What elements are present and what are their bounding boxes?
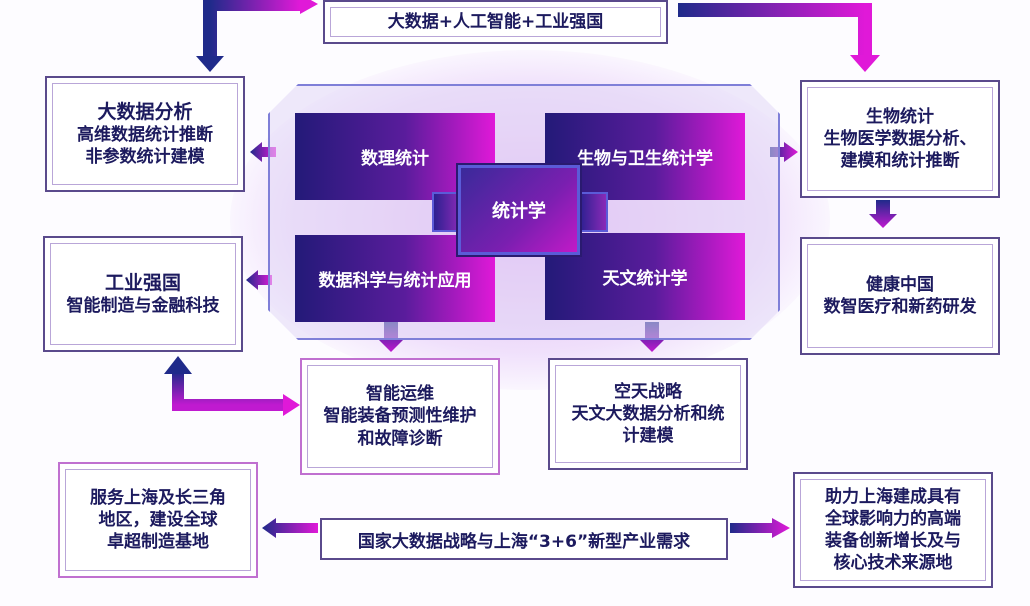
- center-statistics: 统计学: [458, 165, 580, 255]
- box-line: 智能制造与金融科技: [66, 296, 220, 317]
- box-line: 全球影响力的高端: [825, 508, 961, 529]
- box-line: 核心技术来源地: [833, 553, 953, 574]
- box-line: 装备创新增长及与: [825, 531, 961, 551]
- box-line: 地区，建设全球: [98, 509, 218, 530]
- box-space-strategy: 空天战略 天文大数据分析和统 计建模: [548, 358, 748, 470]
- box-line: 卓超制造基地: [107, 532, 209, 553]
- arrowhead: [196, 56, 224, 72]
- arrow-top-left: [203, 0, 300, 58]
- box-line: 数智医疗和新药研发: [823, 297, 977, 317]
- box-line: 计建模: [622, 426, 674, 447]
- box-title: 工业强国: [104, 271, 181, 294]
- box-line: 建模和统计推断: [840, 151, 960, 172]
- box-line: 智能装备预测性维护: [323, 406, 477, 427]
- box-title: 大数据分析: [97, 100, 193, 123]
- box-healthy-china: 健康中国 数智医疗和新药研发: [800, 237, 1000, 355]
- top-banner: 大数据+人工智能+工业强国: [323, 0, 668, 44]
- arrow-bottom-right: [730, 518, 790, 538]
- arrow-to-left-box-2: [246, 270, 272, 290]
- arrow-top-right: [678, 3, 872, 55]
- arrow-right-down: [869, 200, 897, 228]
- box-line: 和故障诊断: [357, 428, 443, 449]
- box-title: 健康中国: [866, 274, 934, 295]
- box-bottom-left: 服务上海及长三角 地区，建设全球 卓超制造基地: [58, 462, 258, 578]
- bottom-center-bar: 国家大数据战略与上海“3+6”新型产业需求: [320, 518, 728, 560]
- top-banner-text: 大数据+人工智能+工业强国: [387, 11, 604, 32]
- box-line: 天文大数据分析和统: [571, 403, 725, 424]
- arrowhead: [300, 0, 318, 14]
- box-line: 服务上海及长三角: [90, 487, 226, 508]
- panel-math-stats: 数理统计: [295, 113, 495, 200]
- box-industry: 工业强国 智能制造与金融科技: [43, 236, 243, 352]
- box-title: 空天战略: [614, 381, 682, 402]
- box-line: 非参数统计建模: [85, 147, 205, 168]
- arrowhead: [850, 55, 880, 72]
- cube-connector-right: [578, 192, 608, 232]
- arrow-industry-ops: [172, 372, 285, 411]
- box-line: 助力上海建成具有: [825, 486, 961, 507]
- arrowhead: [283, 394, 300, 416]
- panel-data-science: 数据科学与统计应用: [295, 235, 495, 322]
- box-line: 生物医学数据分析、: [823, 128, 977, 149]
- box-smart-ops: 智能运维 智能装备预测性维护 和故障诊断: [300, 358, 500, 475]
- box-biostats: 生物统计 生物医学数据分析、 建模和统计推断: [800, 80, 1000, 198]
- box-title: 生物统计: [866, 106, 934, 127]
- box-title: 智能运维: [366, 384, 434, 405]
- box-line: 高维数据统计推断: [77, 125, 213, 146]
- box-big-data: 大数据分析 高维数据统计推断 非参数统计建模: [45, 76, 245, 192]
- arrowhead: [164, 356, 192, 374]
- arrow-bottom-left: [262, 518, 318, 538]
- box-bottom-right: 助力上海建成具有 全球影响力的高端 装备创新增长及与 核心技术来源地: [793, 472, 993, 588]
